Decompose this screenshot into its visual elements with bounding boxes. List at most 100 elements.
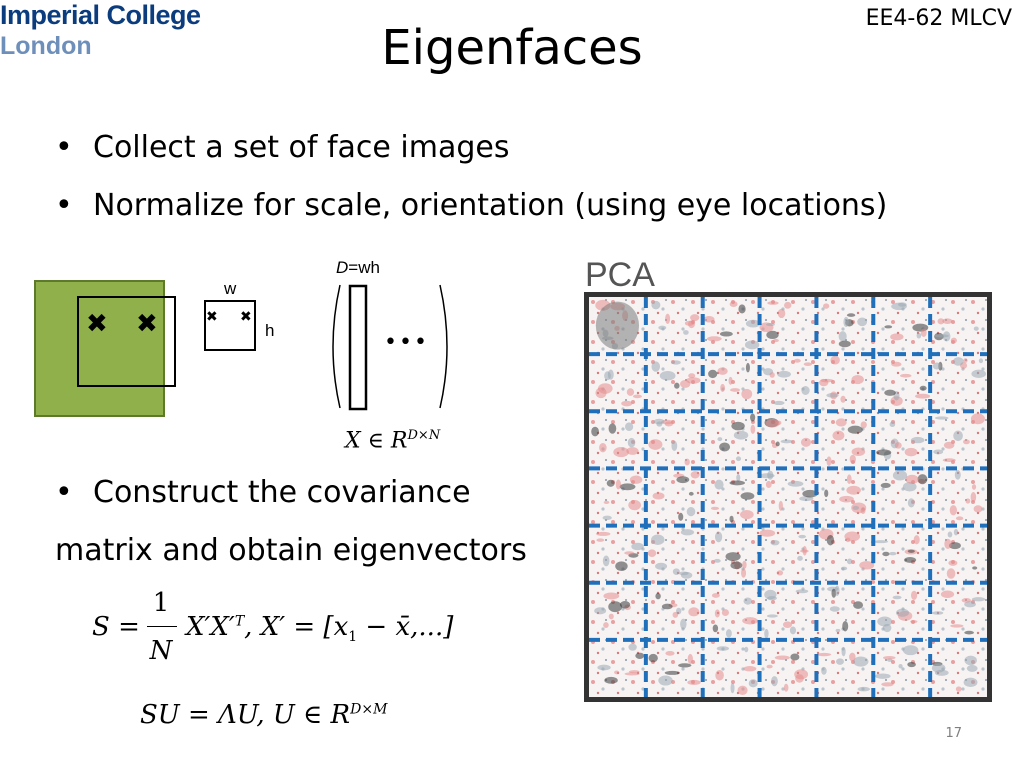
matrix-ellipsis: ••• — [384, 330, 429, 355]
eigenface-blob — [846, 558, 853, 565]
equation-eigen-sup: D×M — [350, 701, 388, 718]
eigenface-tile — [824, 474, 867, 514]
eigenface-blob — [882, 551, 890, 557]
eigenface-tile — [648, 418, 690, 466]
equation-s-lhs: S = — [92, 612, 140, 642]
eigenface-blob — [942, 458, 956, 463]
eigenface-blob — [725, 629, 732, 638]
eigenface-blob — [937, 318, 945, 325]
eye-cross-left-icon: ✖ — [86, 309, 108, 339]
eigenface-blob — [800, 437, 812, 447]
eigenface-blob — [775, 441, 780, 447]
slide-title: Eigenfaces — [381, 20, 643, 76]
eigenface-blob — [964, 655, 977, 666]
eigenface-blob — [717, 437, 723, 442]
eigenface-tile — [873, 535, 920, 563]
eigenface-blob — [844, 531, 861, 542]
eigenface-tile — [715, 646, 758, 695]
eigenface-blob — [910, 590, 918, 601]
eigenface-blob — [688, 607, 700, 617]
eigenface-blob — [648, 439, 663, 450]
eigenface-blob — [764, 628, 769, 639]
eigenface-blob — [889, 421, 896, 428]
eigenface-blob — [743, 666, 757, 672]
eigenface-blob — [614, 670, 620, 675]
eigenface-blob — [766, 664, 773, 669]
eigenface-blob — [765, 480, 772, 488]
eigenface-blob — [736, 473, 741, 482]
eigenface-tile — [708, 362, 753, 400]
eigenface-blob — [714, 531, 723, 543]
eigenface-blob — [934, 416, 949, 420]
equation-s-rhs: X′X′T, X′ = [x1 − x̄,...] — [186, 612, 453, 645]
eigenface-blob — [744, 646, 749, 653]
eigenface-blob — [947, 531, 953, 538]
eigenface-blob — [602, 515, 612, 520]
eye-cross-right-icon: ✖ — [136, 309, 158, 339]
eigenface-blob — [819, 378, 829, 387]
eigenface-blob — [834, 585, 840, 597]
eigenface-blob — [795, 589, 809, 594]
eigenface-blob — [725, 552, 741, 562]
eigenface-tile — [819, 355, 864, 403]
eigenface-blob — [902, 482, 917, 492]
eigenface-blob — [970, 413, 985, 425]
eigenface-blob — [894, 442, 902, 449]
eigenface-blob — [789, 626, 797, 635]
eigenface-blob — [671, 360, 681, 365]
eigenface-blob — [608, 601, 623, 613]
eigenface-blob — [843, 316, 849, 328]
eigenface-blob — [798, 534, 807, 539]
eigenface-blob — [910, 436, 925, 444]
equation-s-denominator: N — [149, 636, 173, 666]
eigenface-blob — [829, 606, 840, 612]
equation-x-def: , X′ = [x — [244, 612, 349, 642]
eigenface-blob — [898, 302, 907, 307]
eigenface-blob — [740, 509, 754, 520]
eigenface-blob — [776, 420, 782, 426]
matrix-right-bracket — [439, 284, 448, 409]
equation-eigen-text: SU = ΛU, U ∈ R — [140, 700, 351, 730]
eigenface-blob — [597, 664, 611, 671]
eigenface-blob — [729, 480, 745, 486]
eigenface-blob — [884, 325, 893, 329]
bullet-dot: • — [55, 130, 73, 165]
eigenface-blob — [712, 624, 719, 633]
eigenface-blob — [943, 441, 955, 449]
eigenface-blob — [730, 561, 743, 570]
eigenface-blob — [835, 628, 841, 633]
eigenface-blob — [676, 607, 682, 615]
eigenface-tile — [884, 361, 931, 407]
eigenface-blob — [683, 330, 689, 335]
eigenface-blob — [591, 426, 599, 437]
eigenface-blob — [904, 447, 918, 457]
eigenface-blob — [767, 301, 779, 305]
eigenface-blob — [772, 338, 779, 343]
bullet-1: • Collect a set of face images — [55, 130, 509, 165]
eigenface-tile — [764, 417, 812, 449]
eigenface-blob — [919, 385, 927, 391]
eigenface-tile — [594, 592, 631, 628]
eigenface-blob — [773, 400, 785, 406]
eigenface-tile — [934, 318, 979, 344]
eigenface-blob — [632, 394, 642, 399]
eigenface-tile — [826, 585, 864, 633]
eigenface-blob — [890, 333, 904, 341]
eigenface-blob — [765, 419, 780, 428]
eigenface-blob — [880, 482, 891, 488]
eigenface-blob — [826, 534, 835, 546]
eigenface-blob — [978, 358, 984, 364]
pca-cells — [591, 299, 987, 695]
eigenface-tile — [826, 418, 867, 466]
eigenface-blob — [846, 313, 856, 317]
eigenface-blob — [873, 540, 889, 544]
eigenface-blob — [846, 474, 852, 484]
eigenface-blob — [877, 616, 893, 627]
eigenface-blob — [801, 386, 810, 395]
eigenface-blob — [619, 601, 631, 609]
bullet-text: Collect a set of face images — [93, 130, 510, 165]
eigenface-blob — [842, 620, 849, 632]
eigenface-blob — [658, 675, 673, 686]
matrix-left-bracket — [332, 284, 341, 409]
eigenface-tile — [949, 470, 983, 521]
